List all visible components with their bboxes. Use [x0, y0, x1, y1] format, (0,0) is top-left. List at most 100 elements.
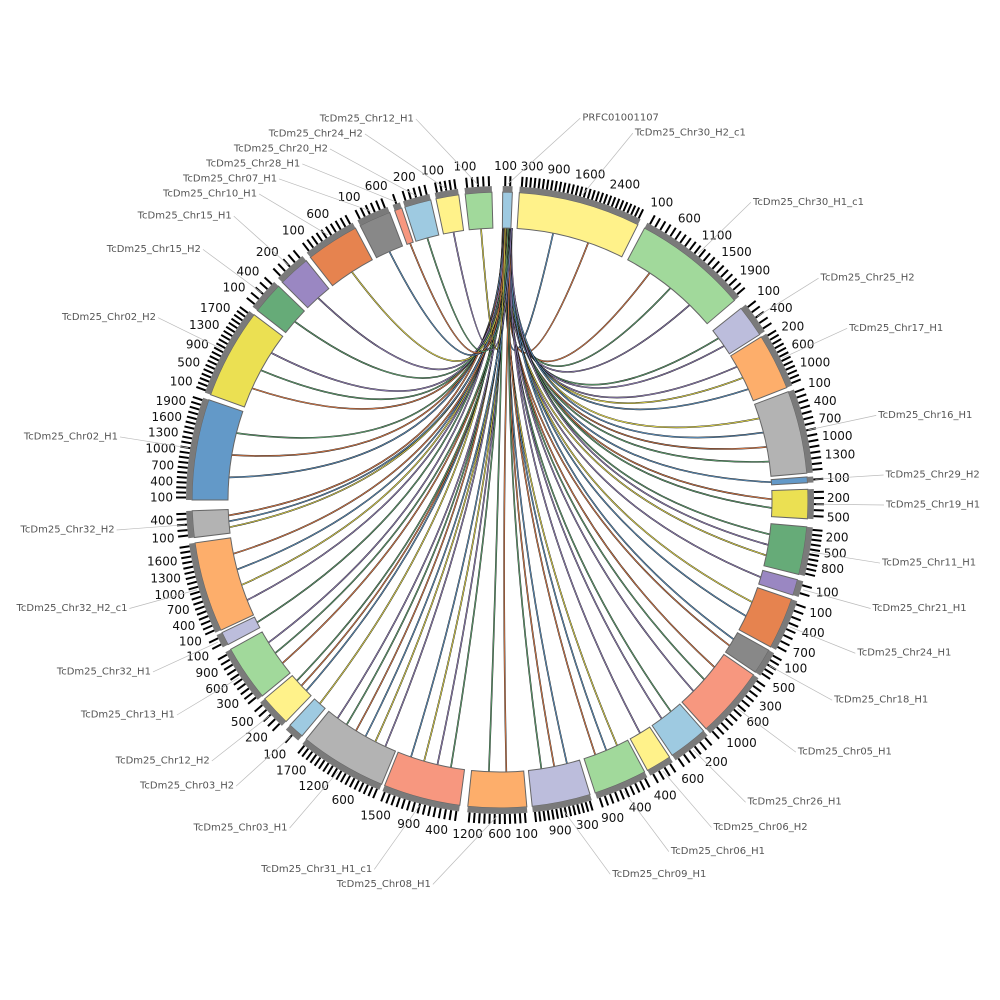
tick-mark	[176, 475, 187, 479]
segment-name-label: TcDm25_Chr18_H1	[833, 695, 928, 706]
tick-mark	[240, 687, 250, 696]
tick-mark	[301, 748, 310, 758]
tick-mark	[201, 372, 212, 379]
tick-mark	[774, 342, 785, 350]
tick-mark	[538, 811, 542, 822]
segment-band	[359, 211, 404, 259]
segment-TcDm25_Chr21_H1: 100	[758, 569, 839, 599]
tick-label: 100	[808, 376, 831, 390]
leader-line	[782, 328, 848, 359]
segment-tick-strip	[464, 186, 492, 194]
leader-line	[815, 503, 885, 506]
link	[503, 228, 513, 772]
tick-mark	[764, 668, 774, 676]
tick-mark	[228, 321, 238, 330]
tick-mark	[610, 196, 617, 207]
segment-name-label: TcDm25_Chr20_H2	[233, 143, 328, 154]
segment-band	[681, 653, 755, 730]
tick-mark	[699, 741, 708, 751]
segment-tick-strip	[807, 489, 814, 520]
tick-mark	[448, 179, 452, 191]
tick-mark	[181, 555, 192, 560]
tick-mark	[783, 634, 793, 641]
link-outline	[505, 228, 705, 681]
tick-mark	[702, 252, 711, 262]
tick-mark	[748, 689, 759, 698]
tick-label: 600	[306, 207, 329, 221]
leader-line	[737, 708, 797, 753]
tick-mark	[318, 759, 326, 770]
tick-mark	[448, 810, 453, 821]
segment-tick-strip	[644, 222, 740, 301]
leader-lines-layer	[116, 117, 885, 885]
tick-mark	[813, 515, 824, 518]
link-outline	[508, 228, 663, 720]
tick-mark	[427, 805, 432, 817]
link	[426, 228, 509, 352]
tick-mark	[339, 217, 347, 228]
tick-mark	[305, 751, 314, 761]
leader-line	[211, 715, 270, 762]
leader-line	[415, 118, 479, 186]
tick-label: 900	[549, 824, 572, 838]
tick-mark	[566, 183, 571, 194]
segment-band	[229, 631, 291, 697]
tick-mark	[359, 207, 366, 218]
segment-tick-strip	[189, 542, 221, 633]
tick-label: 1000	[726, 736, 757, 750]
segment-name-label: TcDm25_Chr30_H1_c1	[752, 197, 864, 208]
tick-mark	[189, 590, 200, 596]
tick-mark	[810, 543, 821, 547]
tick-mark	[178, 460, 189, 464]
tick-mark	[406, 800, 411, 811]
tick-mark	[432, 807, 437, 818]
tick-mark	[801, 410, 812, 415]
tick-mark	[772, 338, 782, 345]
segment-tick-strip	[761, 333, 793, 388]
link	[317, 228, 505, 370]
segment-name-label: TcDm25_Chr03_H1	[192, 823, 287, 834]
link	[241, 228, 509, 586]
segment-PRFC01001107: 100	[494, 159, 517, 229]
tick-mark	[326, 765, 334, 775]
segment-band	[729, 336, 788, 402]
leader-line	[507, 117, 581, 185]
tick-mark	[421, 804, 427, 815]
segment-band	[289, 698, 326, 737]
tick-mark	[572, 805, 577, 816]
tick-mark	[182, 560, 193, 565]
tick-mark	[789, 373, 800, 380]
tick-label: 100	[757, 284, 780, 298]
tick-mark	[182, 435, 193, 440]
tick-mark	[716, 264, 725, 274]
tick-mark	[367, 786, 374, 797]
tick-mark	[761, 672, 771, 680]
tick-mark	[619, 789, 625, 800]
segment-tick-strip	[647, 757, 673, 776]
tick-label: 700	[818, 412, 841, 426]
tick-mark	[812, 467, 823, 471]
tick-label: 1700	[200, 301, 231, 315]
tick-mark	[580, 802, 586, 814]
tick-mark	[800, 404, 811, 410]
tick-mark	[582, 187, 588, 198]
tick-mark	[348, 777, 356, 788]
tick-mark	[812, 528, 823, 532]
leader-line	[757, 277, 819, 317]
leader-line	[235, 736, 291, 787]
tick-mark	[523, 812, 527, 824]
tick-mark	[720, 269, 729, 278]
tick-mark	[353, 780, 360, 790]
tick-mark	[202, 624, 213, 631]
tick-mark	[225, 325, 236, 333]
tick-label: 1600	[147, 555, 178, 569]
tick-mark	[213, 346, 224, 354]
tick-mark	[809, 548, 821, 552]
tick-mark	[693, 745, 702, 755]
tick-mark	[664, 224, 672, 234]
tick-mark	[191, 595, 202, 601]
